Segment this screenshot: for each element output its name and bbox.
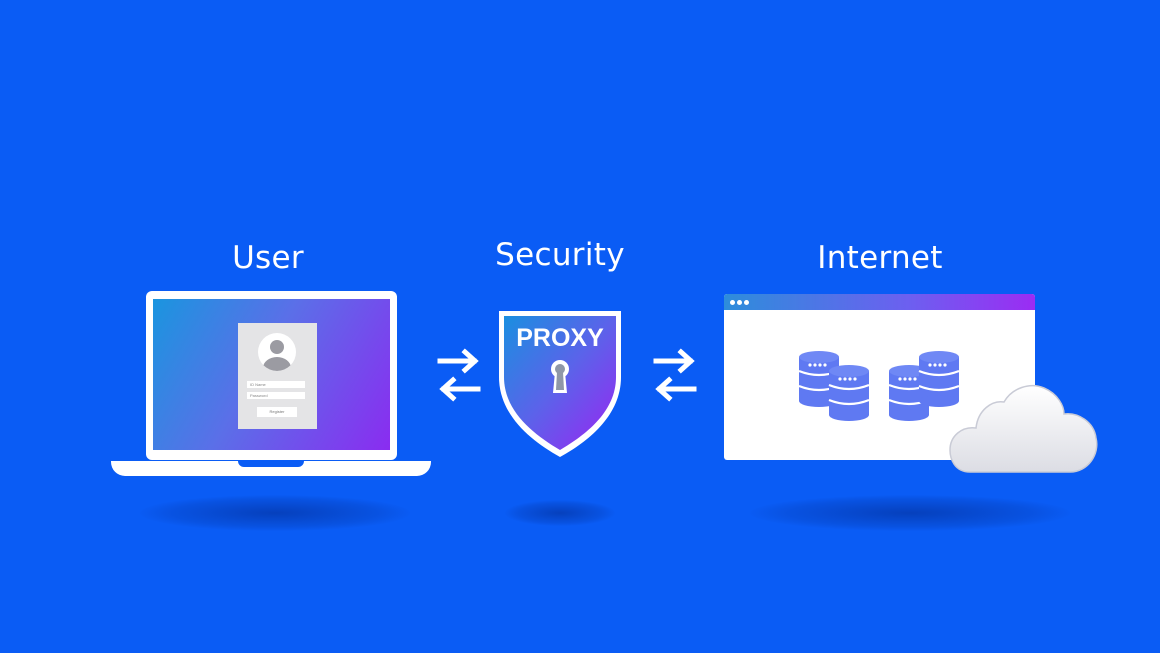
left-arrow-head [655, 376, 673, 402]
shield-label: PROXY [516, 324, 604, 352]
window-dot [744, 300, 749, 305]
browser-title-bar [724, 294, 1035, 310]
user-heading: User [232, 240, 304, 276]
cloud-shape [949, 384, 1098, 473]
internet-shadow [750, 495, 1070, 531]
right-arrow-head [461, 348, 479, 374]
register-button: Register [257, 407, 297, 417]
laptop-shadow [140, 495, 410, 531]
cloud-icon [949, 384, 1098, 473]
exchange-arrows-icon [437, 348, 481, 402]
laptop-base [111, 461, 431, 476]
exchange-arrows-icon [653, 348, 697, 402]
window-dot [737, 300, 742, 305]
laptop-notch [238, 461, 304, 467]
keyhole-icon [551, 360, 569, 393]
id-name-field: ID Name [247, 381, 305, 388]
database-group [797, 349, 961, 423]
password-field: Password [247, 392, 305, 399]
right-arrow-head [677, 348, 695, 374]
user-avatar-icon [258, 333, 296, 371]
avatar-body [263, 357, 291, 371]
window-dot [730, 300, 735, 305]
shield-shadow [505, 500, 615, 526]
security-heading: Security [495, 237, 625, 273]
internet-heading: Internet [817, 240, 943, 276]
laptop-screen: ID Name Password Register [153, 299, 390, 450]
left-arrow-head [439, 376, 457, 402]
shield-icon: PROXY [499, 311, 621, 457]
database-icon [827, 363, 871, 423]
avatar-head [270, 340, 284, 354]
login-card: ID Name Password Register [238, 323, 317, 429]
laptop-icon: ID Name Password Register [146, 291, 397, 460]
